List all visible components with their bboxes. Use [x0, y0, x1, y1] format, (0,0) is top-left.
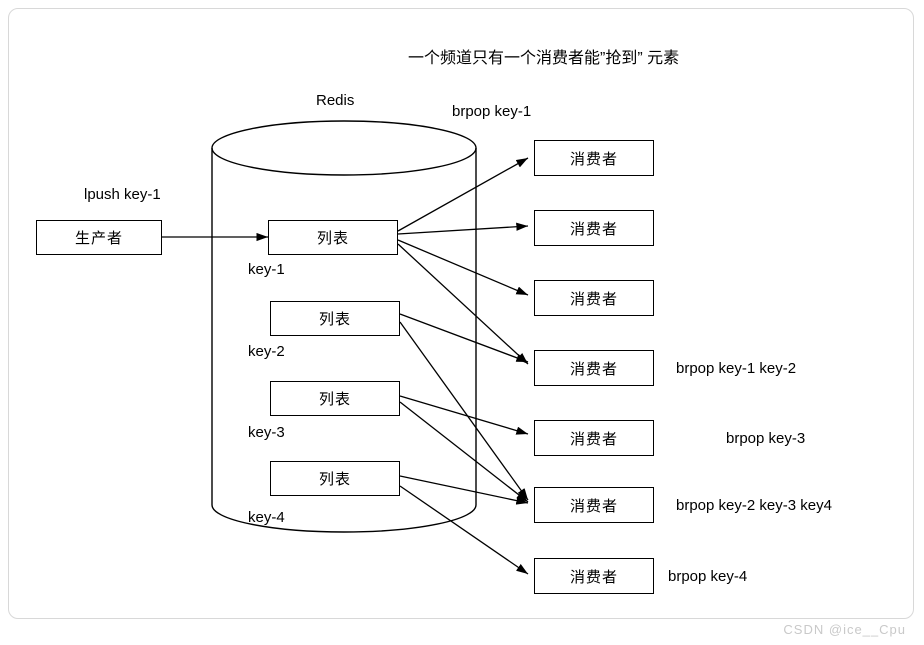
consumer-box-1[interactable]: 消费者 [534, 140, 654, 176]
consumer-box-3[interactable]: 消费者 [534, 280, 654, 316]
list-key-label-2: key-2 [248, 343, 285, 360]
list-key-label-3: key-3 [248, 424, 285, 441]
redis-label: Redis [316, 92, 355, 109]
diagram-heading: 一个频道只有一个消费者能”抢到” 元素 [408, 50, 680, 67]
consumer-command-label-7: brpop key-4 [668, 568, 748, 585]
consumer-box-5[interactable]: 消费者 [534, 420, 654, 456]
list-box-key-4[interactable]: 列表 [270, 461, 400, 496]
list-key-label-1: key-1 [248, 261, 285, 278]
list-key-label-4: key-4 [248, 509, 285, 526]
consumer-command-label-4: brpop key-1 key-2 [676, 360, 797, 377]
list-box-key-1[interactable]: 列表 [268, 220, 398, 255]
consumer-box-2[interactable]: 消费者 [534, 210, 654, 246]
brpop-key1-command-label: brpop key-1 [452, 103, 532, 120]
consumer-box-4[interactable]: 消费者 [534, 350, 654, 386]
consumer-command-label-5: brpop key-3 [726, 430, 806, 447]
list-box-key-3[interactable]: 列表 [270, 381, 400, 416]
producer-box[interactable]: 生产者 [36, 220, 162, 255]
consumer-command-label-6: brpop key-2 key-3 key4 [676, 497, 832, 514]
lpush-command-label: lpush key-1 [84, 186, 161, 203]
consumer-box-7[interactable]: 消费者 [534, 558, 654, 594]
consumer-box-6[interactable]: 消费者 [534, 487, 654, 523]
watermark-label: CSDN @ice__Cpu [783, 622, 906, 637]
list-box-key-2[interactable]: 列表 [270, 301, 400, 336]
diagram-frame [8, 8, 914, 619]
